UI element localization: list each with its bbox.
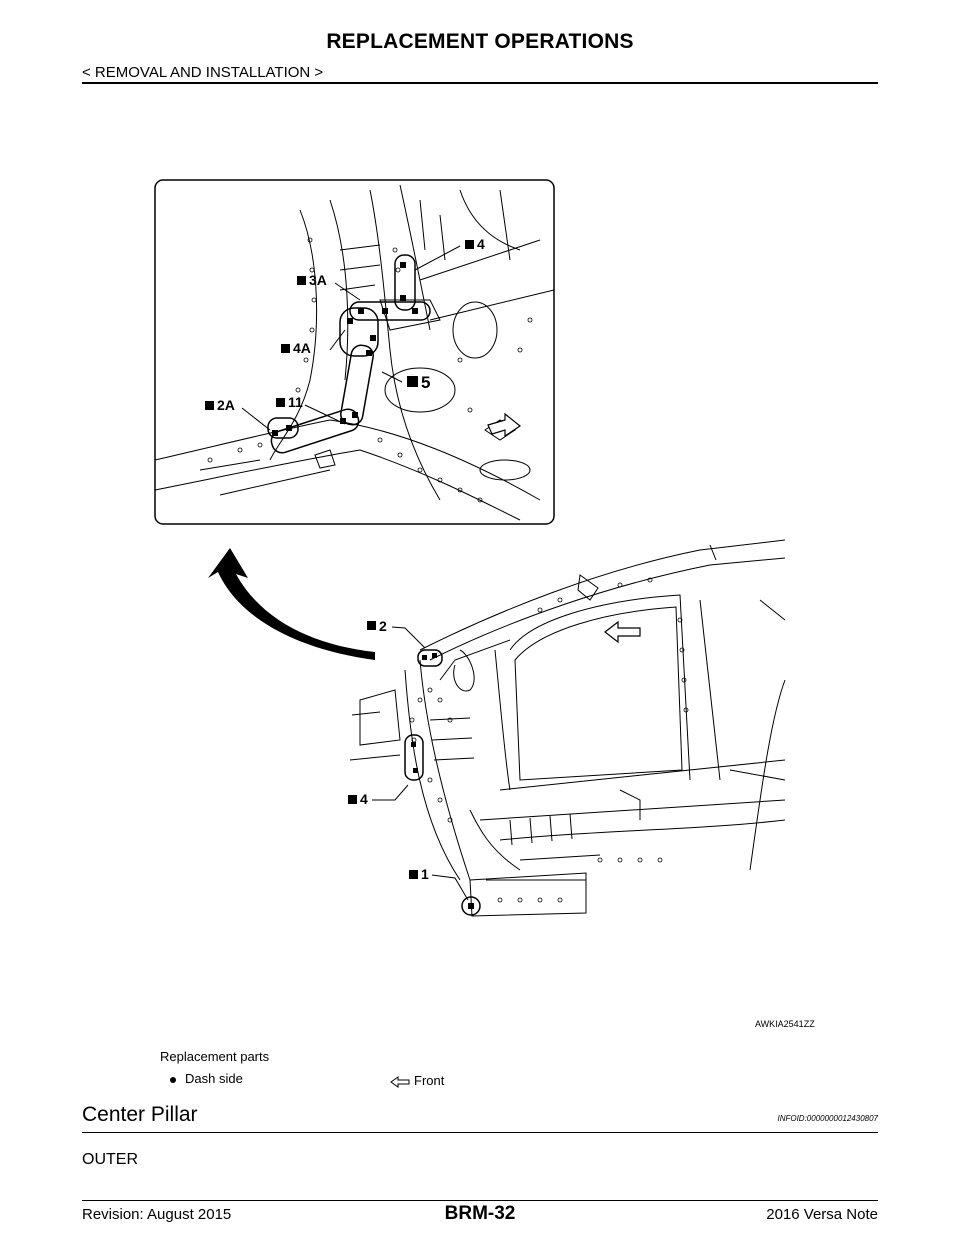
footer-rule [82,1200,878,1201]
legend-dash-side-label: Dash side [185,1071,243,1086]
main-view [349,539,786,917]
breadcrumb: < REMOVAL AND INSTALLATION > [82,64,324,81]
label-weld-1: 1 [421,866,429,882]
label-weld-5: 5 [421,373,430,392]
label-weld-4-detail: 4 [477,236,485,252]
label-weld-4a: 4A [293,340,311,356]
legend-title: Replacement parts [160,1049,270,1064]
section-info-id: INFOID:0000000012430807 [777,1114,878,1123]
label-weld-2: 2 [379,618,387,634]
legend-front-label: Front [414,1073,445,1088]
section-title: Center Pillar [82,1103,198,1126]
section-subheading: OUTER [82,1151,138,1168]
label-weld-3a: 3A [309,272,327,288]
legend-front: Front [390,1073,444,1088]
bullet-icon [170,1076,176,1083]
legend-dash-side: Dash side [170,1071,243,1086]
footer-revision: Revision: August 2015 [82,1206,232,1223]
footer-model: 2016 Versa Note [766,1206,878,1223]
label-weld-2a: 2A [217,397,235,413]
page-title: REPLACEMENT OPERATIONS [326,30,634,53]
detail-inset: 4 3A 4A 5 2A 11 [154,179,555,525]
label-weld-11: 11 [288,394,303,410]
section-rule [82,1132,878,1133]
front-arrow-icon [390,1075,410,1088]
footer-page-number: BRM-32 [444,1203,516,1224]
header-rule [82,82,878,84]
label-weld-4: 4 [360,791,368,807]
figure-code: AWKIA2541ZZ [755,1019,815,1029]
body-illustration: 4 3A 4A 5 2A 11 [154,179,815,1029]
detail-pointer-arrow [208,548,375,660]
